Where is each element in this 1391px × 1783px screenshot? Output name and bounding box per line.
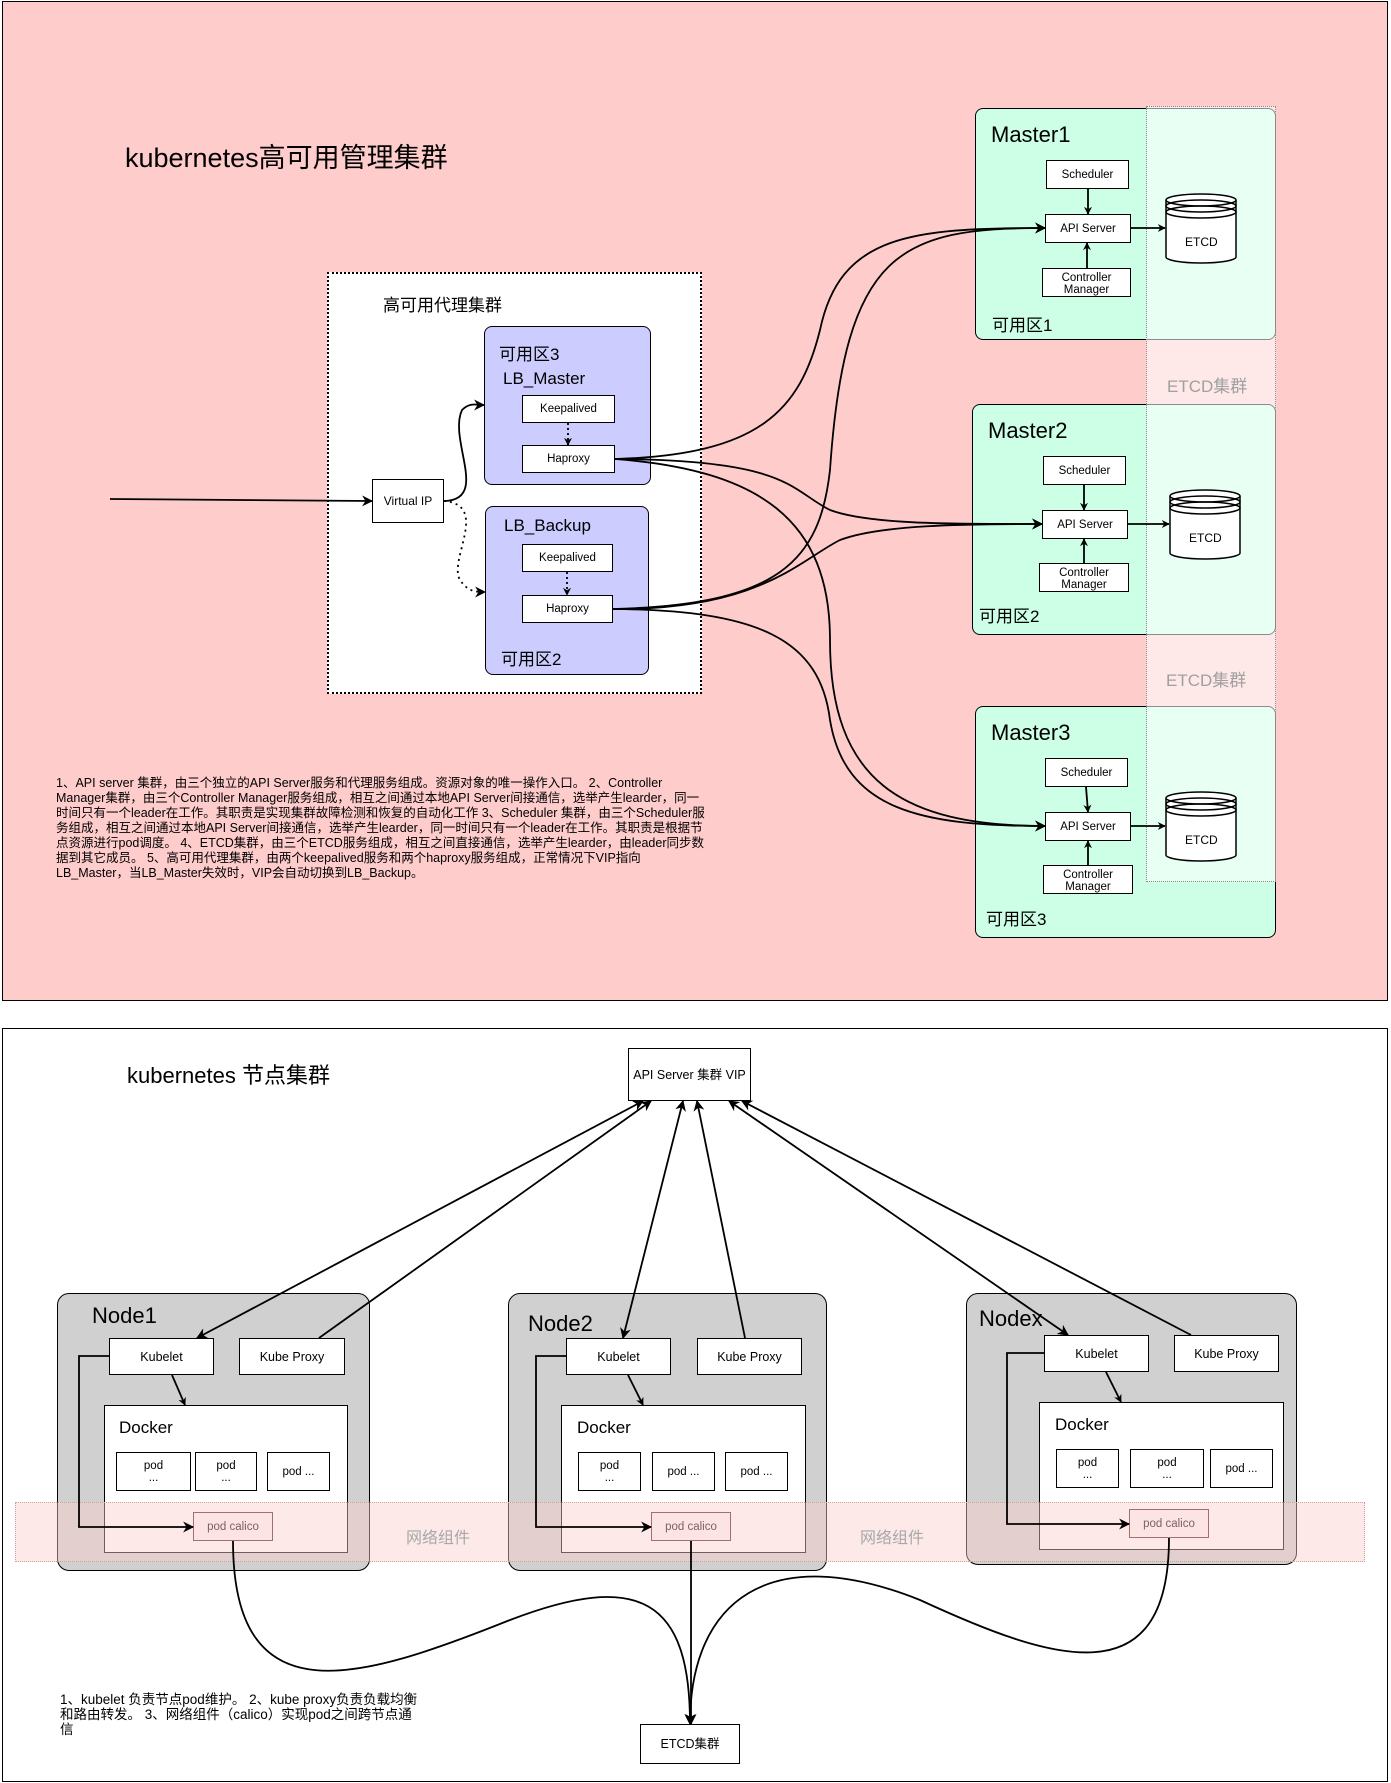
master3-etcd-cylinder[interactable]	[1165, 791, 1237, 862]
management-cluster-title: kubernetes高可用管理集群	[125, 143, 448, 173]
master1-etcd-cylinder[interactable]	[1165, 193, 1237, 264]
lb-master-keepalived[interactable]: Keepalived	[522, 395, 615, 423]
lb-backup-keepalived[interactable]: Keepalived	[522, 544, 613, 572]
node2-pod-1[interactable]: pod ...	[578, 1452, 641, 1491]
network-label-2: 网络组件	[860, 1530, 925, 1547]
nodex-pod-calico[interactable]: pod calico	[1129, 1509, 1209, 1538]
lb-backup-zone: 可用区2	[501, 650, 562, 669]
etcd-cluster-label-1: ETCD集群	[1167, 377, 1248, 396]
master1-scheduler[interactable]: Scheduler	[1046, 160, 1129, 189]
database-icon	[1165, 193, 1237, 264]
master1-title: Master1	[991, 122, 1071, 147]
master2-scheduler[interactable]: Scheduler	[1043, 456, 1126, 485]
etcd-cluster-label-2: ETCD集群	[1166, 671, 1247, 690]
master3-controller-manager[interactable]: Controller Manager	[1043, 865, 1133, 894]
master1-etcd-label: ETCD	[1185, 235, 1218, 249]
master2-etcd-cylinder[interactable]	[1169, 489, 1241, 560]
lb-master-haproxy[interactable]: Haproxy	[522, 445, 615, 473]
node-cluster-title: kubernetes 节点集群	[127, 1063, 330, 1088]
master3-zone: 可用区3	[986, 910, 1047, 929]
nodex-pod-2[interactable]: pod ...	[1130, 1449, 1204, 1488]
node1-docker-label: Docker	[119, 1418, 173, 1437]
master1-zone: 可用区1	[992, 316, 1053, 335]
node2-kubelet[interactable]: Kubelet	[566, 1338, 671, 1375]
node1-title: Node1	[92, 1303, 157, 1328]
master2-controller-manager[interactable]: Controller Manager	[1039, 563, 1129, 592]
node-description: 1、kubelet 负责节点pod维护。 2、kube proxy负责负载均衡和…	[60, 1692, 418, 1737]
master2-zone: 可用区2	[979, 607, 1040, 626]
nodex-pod-1[interactable]: pod ...	[1056, 1449, 1119, 1488]
node2-pod-3[interactable]: pod ...	[725, 1452, 788, 1491]
node2-title: Node2	[528, 1311, 593, 1336]
virtual-ip-box[interactable]: Virtual IP	[372, 479, 444, 523]
node1-pod-1[interactable]: pod ...	[116, 1452, 191, 1491]
proxy-cluster-label: 高可用代理集群	[383, 296, 502, 315]
node2-docker-label: Docker	[577, 1418, 631, 1437]
master3-scheduler[interactable]: Scheduler	[1045, 758, 1128, 787]
nodex-kube-proxy[interactable]: Kube Proxy	[1174, 1335, 1279, 1372]
lb-master-zone: 可用区3	[499, 345, 560, 364]
node2-pod-calico[interactable]: pod calico	[651, 1512, 731, 1541]
master1-controller-manager[interactable]: Controller Manager	[1042, 268, 1131, 297]
master3-api-server[interactable]: API Server	[1045, 812, 1131, 841]
master2-title: Master2	[988, 418, 1068, 443]
database-icon	[1165, 791, 1237, 862]
master3-etcd-label: ETCD	[1185, 833, 1218, 847]
api-server-vip-box[interactable]: API Server 集群 VIP	[628, 1048, 751, 1101]
master2-api-server[interactable]: API Server	[1042, 510, 1128, 539]
node1-pod-3[interactable]: pod ...	[267, 1452, 330, 1491]
database-icon	[1169, 489, 1241, 560]
lb-backup-title: LB_Backup	[504, 516, 591, 535]
nodex-pod-3[interactable]: pod ...	[1210, 1449, 1273, 1488]
node1-kubelet[interactable]: Kubelet	[109, 1338, 214, 1375]
etcd-cluster-box[interactable]: ETCD集群	[640, 1724, 740, 1764]
master1-api-server[interactable]: API Server	[1045, 214, 1131, 243]
network-label-1: 网络组件	[406, 1530, 471, 1547]
nodex-docker-label: Docker	[1055, 1415, 1109, 1434]
nodex-title: Nodex	[979, 1306, 1043, 1331]
node2-kube-proxy[interactable]: Kube Proxy	[697, 1338, 802, 1375]
node2-pod-2[interactable]: pod ...	[652, 1452, 715, 1491]
nodex-kubelet[interactable]: Kubelet	[1044, 1335, 1149, 1372]
management-description: 1、API server 集群，由三个独立的API Server服务和代理服务组…	[56, 776, 705, 880]
node1-kube-proxy[interactable]: Kube Proxy	[239, 1338, 345, 1375]
lb-master-title: LB_Master	[503, 369, 586, 388]
master3-title: Master3	[991, 720, 1071, 745]
node1-pod-calico[interactable]: pod calico	[193, 1512, 273, 1541]
node1-pod-2[interactable]: pod ...	[195, 1452, 257, 1491]
lb-backup-haproxy[interactable]: Haproxy	[522, 595, 613, 623]
master2-etcd-label: ETCD	[1189, 531, 1222, 545]
